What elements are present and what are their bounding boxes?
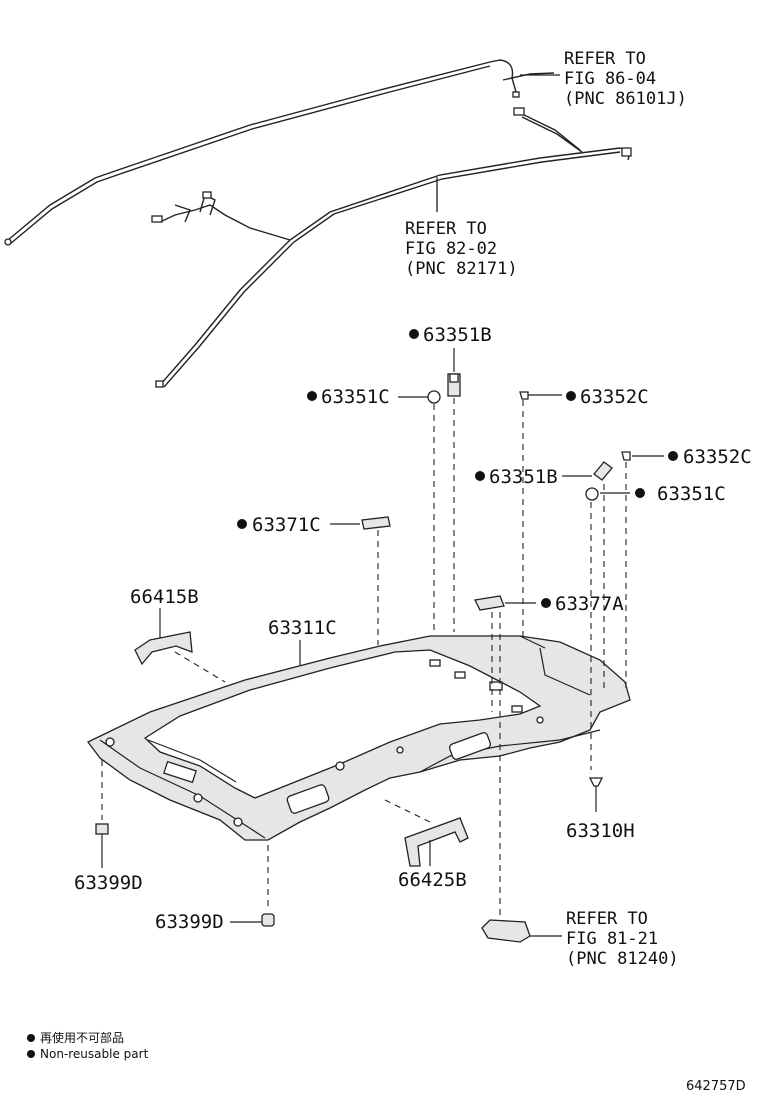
part-label: 63399D [74, 872, 143, 894]
part-label: 63377A [555, 593, 624, 615]
ref-line1: REFER TO [566, 909, 648, 929]
part-63399D-left: 63399D [74, 823, 143, 894]
room-lamp-reference: REFER TO FIG 81-21 (PNC 81240) [481, 909, 679, 969]
non-reusable-dot-icon [668, 451, 678, 461]
part-63352C-mid: 63352C [519, 386, 649, 408]
non-reusable-dot-icon [635, 488, 645, 498]
roof-wire-harness-lower [151, 107, 632, 388]
ref-line2: FIG 86-04 [564, 69, 656, 89]
ref-line3: (PNC 81240) [566, 949, 679, 969]
ref-line1: REFER TO [564, 49, 646, 69]
part-label: 66425B [398, 869, 467, 891]
part-label: 63351C [657, 483, 726, 505]
part-66415B: 66415B [130, 586, 199, 666]
part-label: 63352C [683, 446, 752, 468]
non-reusable-dot-icon [409, 329, 419, 339]
legend-en: Non-reusable part [40, 1047, 149, 1061]
non-reusable-dot-icon [566, 391, 576, 401]
non-reusable-dot-icon [475, 471, 485, 481]
non-reusable-dot-icon [237, 519, 247, 529]
assembly-guide-lines [101, 398, 627, 916]
roof-wire-harness-upper [4, 59, 555, 246]
part-63377A: 63377A [474, 593, 624, 615]
non-reusable-dot-icon [307, 391, 317, 401]
part-label: 63371C [252, 514, 321, 536]
part-label: 63351C [321, 386, 390, 408]
part-label: 63399D [155, 911, 224, 933]
part-label: 63352C [580, 386, 649, 408]
part-63311C: 63311C [268, 617, 337, 668]
part-63351B-mid: 63351B [475, 461, 613, 488]
legend: 再使用不可部品 Non-reusable part [27, 1030, 149, 1061]
part-63352C-right: 63352C [621, 446, 752, 468]
part-66425B: 66425B [398, 817, 469, 891]
part-63371C: 63371C [237, 514, 391, 536]
ref-line3: (PNC 86101J) [564, 89, 687, 109]
ref-line2: FIG 82-02 [405, 239, 497, 259]
non-reusable-dot-icon [541, 598, 551, 608]
part-63351C-left: 63351C [307, 386, 441, 408]
ref-line3: (PNC 82171) [405, 259, 518, 279]
ref-line1: REFER TO [405, 219, 487, 239]
wiring-ref-86-04: REFER TO FIG 86-04 (PNC 86101J) [564, 49, 687, 109]
part-label: 66415B [130, 586, 199, 608]
part-label: 63311C [268, 617, 337, 639]
figure-id: 642757D [686, 1079, 746, 1094]
non-reusable-dot-icon [27, 1050, 35, 1058]
part-63310H: 63310H [566, 777, 635, 842]
roof-headliner-panel [87, 635, 631, 841]
part-63399D-bottom: 63399D [155, 911, 275, 933]
ref-line2: FIG 81-21 [566, 929, 658, 949]
part-label: 63310H [566, 820, 635, 842]
wiring-ref-82-02: REFER TO FIG 82-02 (PNC 82171) [405, 219, 518, 279]
non-reusable-dot-icon [27, 1034, 35, 1042]
legend-jp: 再使用不可部品 [40, 1030, 124, 1045]
part-63351C-right: 63351C [585, 483, 726, 505]
part-63351B-top: 63351B [409, 324, 492, 397]
part-label: 63351B [423, 324, 492, 346]
